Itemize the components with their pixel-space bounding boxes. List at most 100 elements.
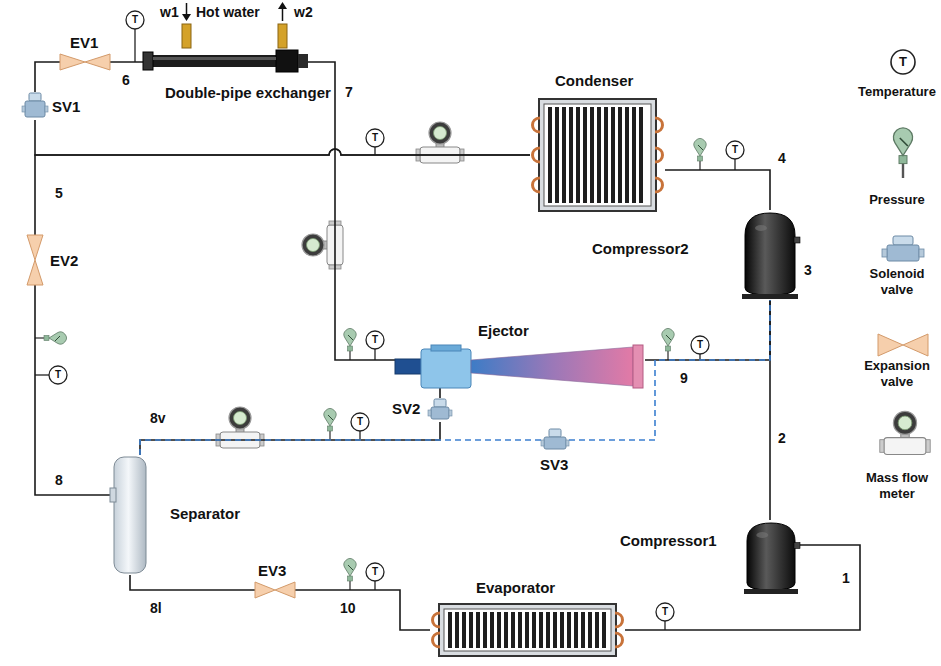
- drawing-part: [366, 563, 384, 581]
- drawing-part: [615, 613, 623, 627]
- drawing-part: [583, 107, 587, 203]
- drawing-part: [726, 141, 744, 159]
- drawing-part: [548, 107, 552, 203]
- hot-water-label: w1: [160, 4, 179, 20]
- separator: Separator: [110, 455, 150, 575]
- drawing-part: [27, 235, 43, 260]
- drawing-part: [351, 413, 369, 431]
- drawing-part: [476, 612, 480, 648]
- drawing-part: [794, 237, 800, 243]
- drawing-part: [655, 148, 663, 162]
- drawing-part: [618, 107, 622, 203]
- temperature-letter: T: [50, 367, 66, 383]
- legend-solenoid-sample: [882, 236, 924, 261]
- drawing-part: [395, 359, 423, 374]
- drawing-part: [511, 612, 515, 648]
- drawing-part: [359, 431, 360, 440]
- drawing-part: [887, 245, 919, 261]
- solenoid-valve: SV2: [428, 398, 452, 422]
- drawing-part: [278, 2, 287, 9]
- drawing-part: [539, 612, 543, 648]
- drawing-part: [431, 407, 449, 419]
- refrigerant-pipe: [110, 61, 143, 63]
- solenoid-valve: SV3: [541, 428, 569, 452]
- drawing-part: [639, 107, 643, 203]
- drawing-part: [742, 294, 798, 299]
- drawing-part: [298, 54, 308, 68]
- drawing-part: [878, 334, 903, 356]
- sep-outline: [110, 455, 150, 575]
- drawing-part: [255, 582, 275, 598]
- drawing-part: [462, 612, 466, 648]
- state-point-number: 8: [55, 472, 63, 488]
- drawing-part: [504, 612, 508, 648]
- drawing-part: [553, 612, 557, 648]
- drawing-part: [126, 11, 144, 29]
- component-name: Ejector: [478, 322, 529, 340]
- temperature-letter: T: [692, 337, 708, 353]
- sv-outline: [22, 92, 48, 120]
- sv-outline: [541, 428, 569, 452]
- drawing-part: [544, 104, 651, 206]
- drawing-part: [699, 354, 700, 360]
- drawing-part: [633, 345, 643, 388]
- drawing-part: [581, 612, 585, 648]
- hot-water-label: Hot water: [196, 4, 260, 20]
- drawing-part: [615, 633, 623, 647]
- legend-expansion-valve-sample: [878, 334, 928, 356]
- sv-outline: [428, 398, 452, 422]
- drawing-part: [143, 52, 153, 70]
- drawing-part: [433, 633, 441, 647]
- drawing-part: [664, 621, 665, 630]
- refrigerant-pipe: [295, 590, 430, 630]
- drawing-part: [569, 107, 573, 203]
- drawing-part: [278, 24, 287, 48]
- component-name: SV3: [540, 456, 568, 474]
- solenoid-valve: SV1: [22, 92, 48, 120]
- drawing-part: [625, 107, 629, 203]
- drawing-part: [590, 107, 594, 203]
- drawing-part: [546, 612, 550, 648]
- drawing-part: [434, 399, 446, 407]
- legend-temperature-letter: T: [895, 54, 911, 70]
- bh-outline: [255, 582, 295, 598]
- drawing-part: [302, 221, 343, 269]
- drawing-part: [448, 612, 452, 648]
- evaporator: Evaporator: [430, 600, 625, 660]
- refrigerant-pipe: [35, 120, 530, 155]
- state-point-number: 8v: [150, 410, 166, 426]
- drawing-part: [745, 213, 795, 295]
- drawing-part: [893, 236, 913, 245]
- drawing-part: [344, 559, 356, 590]
- state-point-number: 10: [340, 600, 356, 616]
- heat-exchanger: Double-pipe exchanger: [143, 46, 308, 76]
- drawing-part: [366, 129, 384, 147]
- temperature-letter: T: [127, 12, 143, 28]
- state-point-number: 5: [55, 185, 63, 201]
- temperature-letter: T: [352, 414, 368, 430]
- expansion-valve: EV2: [27, 235, 43, 285]
- expansion-valve: EV1: [60, 54, 110, 70]
- component-name: EV3: [258, 562, 286, 580]
- drawing-part: [549, 429, 561, 437]
- drawing-part: [611, 107, 615, 203]
- refrigerant-pipe: [35, 62, 60, 92]
- drawing-part: [27, 260, 43, 285]
- refrigerant-pipe: [645, 300, 770, 360]
- compressor: Compressor2: [740, 210, 800, 300]
- state-point-number: 4: [778, 150, 786, 166]
- legend-text: Temperature: [853, 84, 941, 100]
- state-point-number: 7: [345, 84, 353, 100]
- drawing-part: [555, 107, 559, 203]
- drawing-part: [539, 99, 656, 211]
- cond-outline: [530, 95, 665, 215]
- drawing-part: [544, 437, 566, 449]
- drawing-part: [632, 107, 636, 203]
- component-name: EV2: [50, 252, 78, 270]
- drawing-part: [60, 54, 85, 70]
- bv-outline: [27, 235, 43, 285]
- drawing-part: [756, 532, 768, 538]
- legend-text: Pressure: [853, 192, 941, 208]
- hx-outline: [143, 46, 308, 76]
- state-point-number: 3: [804, 262, 812, 278]
